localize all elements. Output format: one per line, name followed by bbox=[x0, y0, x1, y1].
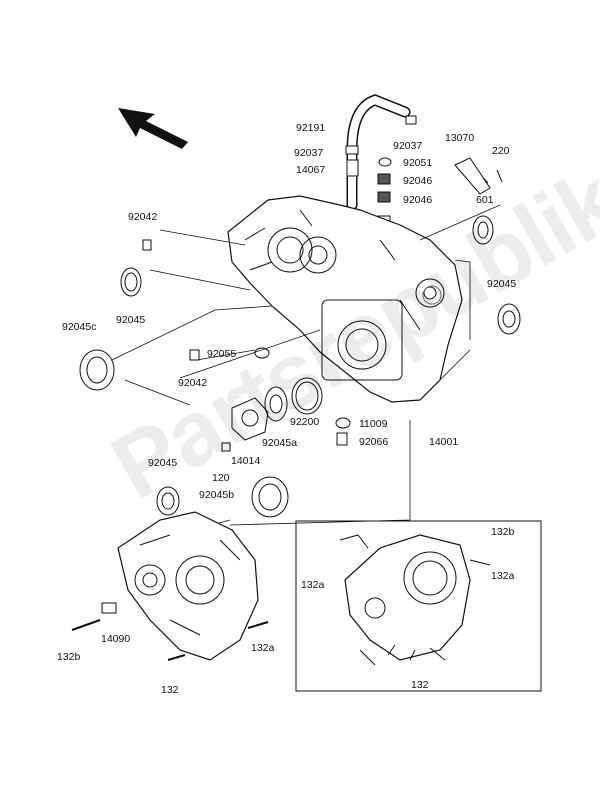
part-label: 14067 bbox=[296, 164, 326, 176]
part-label: 13070 bbox=[445, 132, 475, 144]
part-label: 92042 bbox=[178, 377, 208, 389]
bearings-left bbox=[79, 215, 521, 518]
part-label: 92046 bbox=[403, 194, 433, 206]
part-label: 132a bbox=[251, 642, 275, 654]
gear-icon bbox=[422, 285, 442, 305]
part-label: 14001 bbox=[429, 436, 459, 448]
part-label: 132a bbox=[491, 570, 515, 582]
part-label: 92200 bbox=[290, 416, 320, 428]
part-label: 92045a bbox=[262, 437, 298, 449]
arrow-up-left-icon bbox=[118, 108, 188, 149]
part-label: 92045 bbox=[487, 278, 517, 290]
part-label: 92191 bbox=[296, 122, 326, 134]
part-label: 92066 bbox=[359, 436, 389, 448]
part-label: 14014 bbox=[231, 455, 261, 467]
part-label: 92051 bbox=[403, 157, 433, 169]
part-label: 601 bbox=[476, 194, 494, 206]
part-label: 92045 bbox=[116, 314, 146, 326]
part-label: 132 bbox=[411, 679, 429, 691]
part-label: 14090 bbox=[101, 633, 131, 645]
part-label: 92045b bbox=[199, 489, 235, 501]
lower-crankcase bbox=[71, 511, 269, 661]
inset-detail-box bbox=[295, 520, 542, 692]
part-label: 92046 bbox=[403, 175, 433, 187]
part-label: 132b bbox=[491, 526, 515, 538]
part-label: 132a bbox=[301, 579, 325, 591]
part-label: 132 bbox=[161, 684, 179, 696]
part-label: 92045 bbox=[148, 457, 178, 469]
part-label: 120 bbox=[212, 472, 230, 484]
part-label: 92042 bbox=[128, 211, 158, 223]
part-label: 92037 bbox=[294, 147, 324, 159]
upper-crankcase bbox=[227, 195, 463, 403]
part-label: 132b bbox=[57, 651, 81, 663]
part-label: 11009 bbox=[359, 418, 388, 430]
part-label: 92055 bbox=[207, 348, 237, 360]
part-label: 220 bbox=[492, 145, 510, 157]
part-label: 92045c bbox=[62, 321, 97, 333]
part-label: 92037 bbox=[393, 140, 423, 152]
hose-part bbox=[345, 94, 417, 211]
